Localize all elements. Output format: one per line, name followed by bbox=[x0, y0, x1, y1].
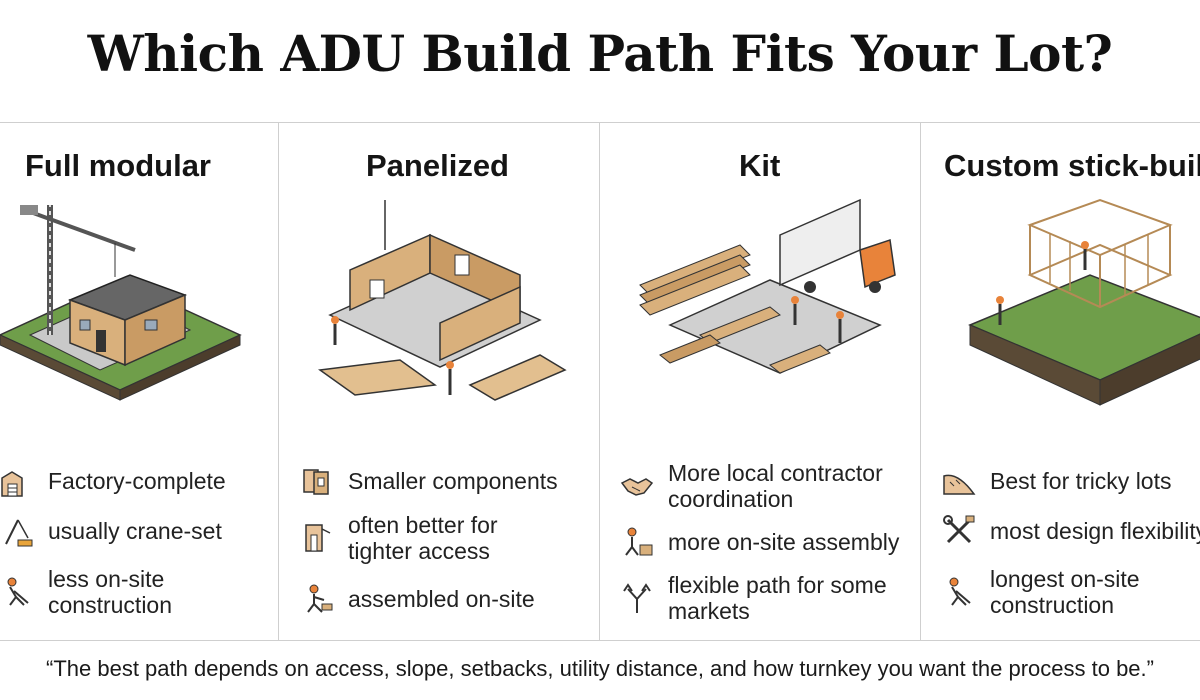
column-heading-full-modular: Full modular bbox=[25, 148, 211, 183]
bullet-factory-complete: Factory-complete bbox=[0, 464, 226, 498]
tools-icon bbox=[943, 515, 975, 544]
worker-digging-icon bbox=[949, 577, 971, 606]
bottom-divider bbox=[0, 640, 1200, 641]
lumber-kit-delivered-by-truck-illustration bbox=[639, 198, 896, 374]
top-divider bbox=[0, 122, 1200, 123]
bullet-text: Smaller components bbox=[348, 468, 558, 494]
bullet-crane-set: usually crane-set bbox=[0, 514, 222, 548]
bullet-text: Best for tricky lots bbox=[990, 468, 1172, 494]
factory-icon bbox=[1, 471, 23, 497]
column-divider bbox=[278, 123, 279, 640]
panel-doorway-icon bbox=[305, 524, 331, 552]
panels-icon bbox=[303, 469, 329, 495]
worker-assembling-icon bbox=[307, 584, 333, 613]
crane-icon bbox=[5, 519, 33, 547]
bullet-assembled-on-site: assembled on-site bbox=[300, 582, 535, 616]
bullet-text: assembled on-site bbox=[348, 586, 535, 612]
worker-digging-icon bbox=[7, 577, 29, 606]
split-arrows-icon bbox=[623, 583, 651, 613]
bullet-design-flexibility: most design flexibility bbox=[942, 514, 1200, 548]
column-heading-panelized: Panelized bbox=[366, 148, 509, 183]
framing-on-sloped-lot-illustration bbox=[968, 198, 1200, 406]
bullet-more-on-site-assembly: more on-site assembly bbox=[620, 525, 899, 559]
bullet-text: usually crane-set bbox=[48, 518, 222, 544]
column-divider bbox=[599, 123, 600, 640]
footer-quote: “The best path depends on access, slope,… bbox=[46, 656, 1154, 681]
column-divider bbox=[920, 123, 921, 640]
worker-blocks-icon bbox=[625, 527, 653, 556]
bullet-smaller-components: Smaller components bbox=[300, 464, 558, 498]
crane-setting-modular-house-illustration bbox=[0, 205, 242, 401]
handshake-icon bbox=[620, 478, 654, 496]
column-heading-custom-stick-built: Custom stick-built bbox=[944, 148, 1200, 183]
bullet-text: more on-site assembly bbox=[668, 529, 900, 555]
page-title: Which ADU Build Path Fits Your Lot? bbox=[87, 24, 1113, 83]
sloped-lot-icon bbox=[943, 474, 976, 495]
column-heading-kit: Kit bbox=[739, 148, 781, 183]
bullet-text: most design flexibility bbox=[990, 518, 1200, 544]
wall-panels-being-placed-illustration bbox=[318, 200, 567, 401]
bullet-text: Factory-complete bbox=[48, 468, 226, 494]
bullet-tricky-lots: Best for tricky lots bbox=[942, 464, 1171, 498]
